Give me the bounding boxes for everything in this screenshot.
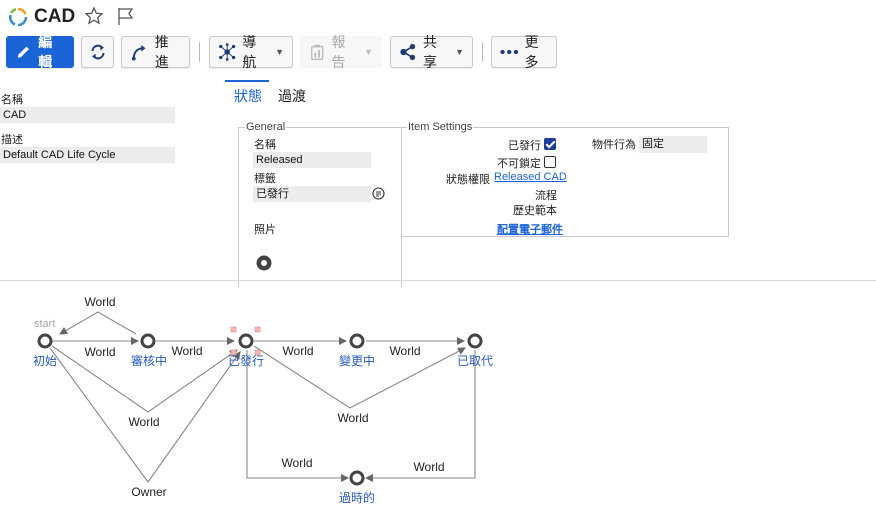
more-button[interactable]: 更多 xyxy=(491,34,557,70)
state-name-label: 名稱 xyxy=(254,139,276,151)
transition-label: Owner xyxy=(131,485,166,499)
transition-label: World xyxy=(84,295,115,309)
state-label-superseded: 已取代 xyxy=(457,354,493,368)
description-label: 描述 xyxy=(1,134,23,146)
share-icon xyxy=(400,43,416,61)
navigate-network-icon xyxy=(219,43,236,61)
edit-button[interactable]: 編輯 xyxy=(6,34,74,70)
refresh-button[interactable] xyxy=(81,36,114,68)
state-label-changing: 變更中 xyxy=(339,353,375,368)
report-label: 報告 xyxy=(331,34,346,70)
transition-label: World xyxy=(413,460,444,474)
released-label: 已發行 xyxy=(508,140,541,152)
more-label: 更多 xyxy=(524,34,539,70)
promote-button[interactable]: 推進 xyxy=(121,34,190,70)
item-behavior-field[interactable]: 固定 xyxy=(639,136,707,153)
state-node-released[interactable] xyxy=(238,333,254,349)
edit-label: 編輯 xyxy=(38,34,53,70)
state-node-initial[interactable] xyxy=(37,333,53,349)
not-lockable-checkbox[interactable] xyxy=(544,156,556,168)
transition-edge[interactable] xyxy=(49,347,241,483)
promote-label: 推進 xyxy=(154,34,169,70)
report-clipboard-icon xyxy=(311,44,324,61)
transition-edge[interactable] xyxy=(59,311,137,335)
state-nodes xyxy=(37,333,483,486)
transition-label: World xyxy=(337,411,368,425)
transition-edge[interactable] xyxy=(365,350,476,482)
promote-arrow-icon xyxy=(131,44,146,61)
chevron-down-icon: ▼ xyxy=(275,47,284,57)
pencil-icon xyxy=(17,46,29,58)
state-label-obsolete: 過時的 xyxy=(339,490,375,505)
state-label-review: 審核中 xyxy=(131,353,167,368)
cad-logo-icon xyxy=(8,7,28,27)
favorite-star-icon[interactable] xyxy=(84,6,104,26)
transition-edge[interactable] xyxy=(246,350,349,482)
transition-edge[interactable] xyxy=(253,345,466,409)
item-behavior-label: 物件行為 xyxy=(592,139,636,151)
more-dots-icon xyxy=(500,49,519,55)
translation-comment-icon[interactable] xyxy=(372,187,385,200)
start-marker-label: start xyxy=(34,318,55,330)
navigate-button[interactable]: 導航 ▼ xyxy=(209,34,293,70)
item-settings-legend: Item Settings xyxy=(407,121,474,133)
tab-transitions[interactable]: 過渡 xyxy=(278,88,306,104)
state-label-field[interactable]: 已發行 xyxy=(253,186,371,202)
share-button[interactable]: 共享 ▼ xyxy=(390,34,473,70)
history-template-label: 歷史範本 xyxy=(513,205,557,217)
transition-label: World xyxy=(281,456,312,470)
state-label-initial: 初始 xyxy=(33,354,57,368)
state-name-field[interactable]: Released xyxy=(253,152,371,168)
flag-icon[interactable] xyxy=(116,6,136,26)
tab-states[interactable]: 狀態 xyxy=(234,88,262,104)
state-permission-label: 狀態權限 xyxy=(446,174,490,186)
diagram-divider xyxy=(0,280,876,281)
chevron-down-icon: ▼ xyxy=(455,47,464,57)
workflow-label: 流程 xyxy=(535,190,557,202)
item-settings-fieldset xyxy=(401,127,729,237)
transition-edge[interactable] xyxy=(51,345,238,413)
configure-email-link[interactable]: 配置電子郵件 xyxy=(497,224,563,236)
navigate-label: 導航 xyxy=(242,34,257,70)
state-node-changing[interactable] xyxy=(349,333,365,349)
name-field[interactable]: CAD xyxy=(0,107,175,123)
general-legend: General xyxy=(245,121,287,133)
lifecycle-diagram: 初始 審核中 已發行 變更中 已取代 過時的 start World World… xyxy=(33,295,493,505)
chevron-down-icon: ▼ xyxy=(364,47,373,57)
state-permission-link[interactable]: Released CAD xyxy=(494,171,567,183)
state-node-superseded[interactable] xyxy=(467,333,483,349)
image-label: 照片 xyxy=(254,224,276,236)
state-node-obsolete[interactable] xyxy=(349,470,365,486)
transition-lines xyxy=(49,311,476,483)
transition-label: World xyxy=(84,345,115,359)
tab-active-indicator xyxy=(225,80,269,82)
state-label-label: 標籤 xyxy=(254,173,276,185)
released-checkbox[interactable] xyxy=(544,138,556,150)
state-image-icon[interactable] xyxy=(255,254,273,272)
transition-label: World xyxy=(128,415,159,429)
transition-label: World xyxy=(171,344,202,358)
not-lockable-label: 不可鎖定 xyxy=(497,158,541,170)
share-label: 共享 xyxy=(422,34,437,70)
toolbar-divider xyxy=(199,42,200,62)
state-label-released: 已發行 xyxy=(228,353,264,368)
report-button: 報告 ▼ xyxy=(300,34,382,70)
description-field[interactable]: Default CAD Life Cycle xyxy=(0,147,175,163)
refresh-icon xyxy=(91,44,104,60)
toolbar-divider xyxy=(482,42,483,62)
transition-label: World xyxy=(389,344,420,358)
state-node-review[interactable] xyxy=(140,333,156,349)
name-label: 名稱 xyxy=(1,94,23,106)
transition-label: World xyxy=(282,344,313,358)
page-title: CAD xyxy=(34,6,76,27)
selection-handles xyxy=(230,326,261,356)
